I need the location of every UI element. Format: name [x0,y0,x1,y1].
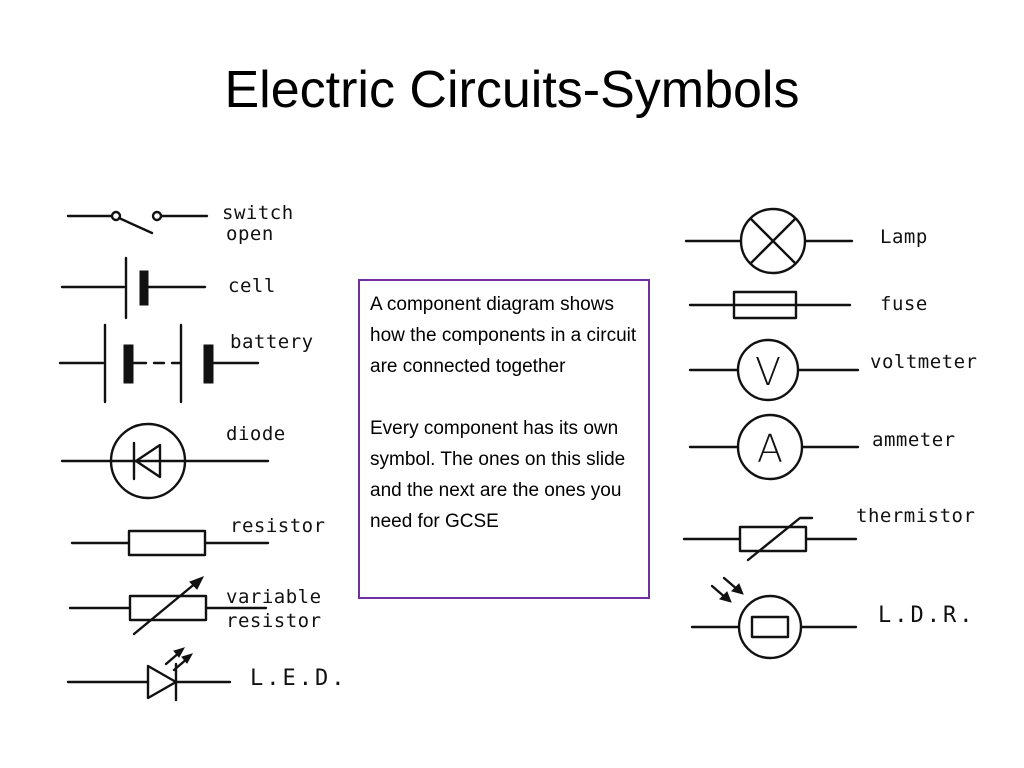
voltmeter-symbol [688,338,860,402]
battery-label: battery [230,331,314,353]
thermistor-symbol [682,516,858,562]
ammeter-symbol [688,413,860,481]
resistor-label: resistor [230,515,326,537]
voltmeter-letter: V [755,350,781,394]
ldr-label: L.D.R. [878,603,975,628]
resistor-symbol [70,529,270,557]
fuse-label: fuse [880,293,928,315]
ammeter-letter: A [757,427,783,471]
info-paragraph-2: Every component has its own symbol. The … [370,418,626,532]
thermistor-label: thermistor [856,505,975,527]
switch-open-label-line2: open [226,223,274,245]
cell-label: cell [228,275,276,297]
lamp-label: Lamp [880,226,928,248]
cell-symbol [60,256,207,320]
slide-title: Electric Circuits-Symbols [224,61,800,119]
voltmeter-label: voltmeter [870,351,977,373]
info-box: A component diagram shows how the compon… [358,279,650,599]
variable-resistor-label-line2: resistor [226,610,322,632]
variable-resistor-symbol [68,576,268,636]
ldr-symbol [690,576,858,660]
diode-symbol [60,422,270,500]
battery-symbol [58,323,260,404]
led-label: L.E.D. [250,666,347,691]
fuse-symbol [688,290,852,320]
lamp-symbol [684,207,854,275]
switch-open-label-line1: switch [222,202,294,224]
variable-resistor-label-line1: variable [226,586,322,608]
led-symbol [66,647,232,702]
info-paragraph-1: A component diagram shows how the compon… [370,294,637,377]
ammeter-label: ammeter [872,429,956,451]
switch-open-symbol [66,210,209,235]
diode-label: diode [226,423,286,445]
